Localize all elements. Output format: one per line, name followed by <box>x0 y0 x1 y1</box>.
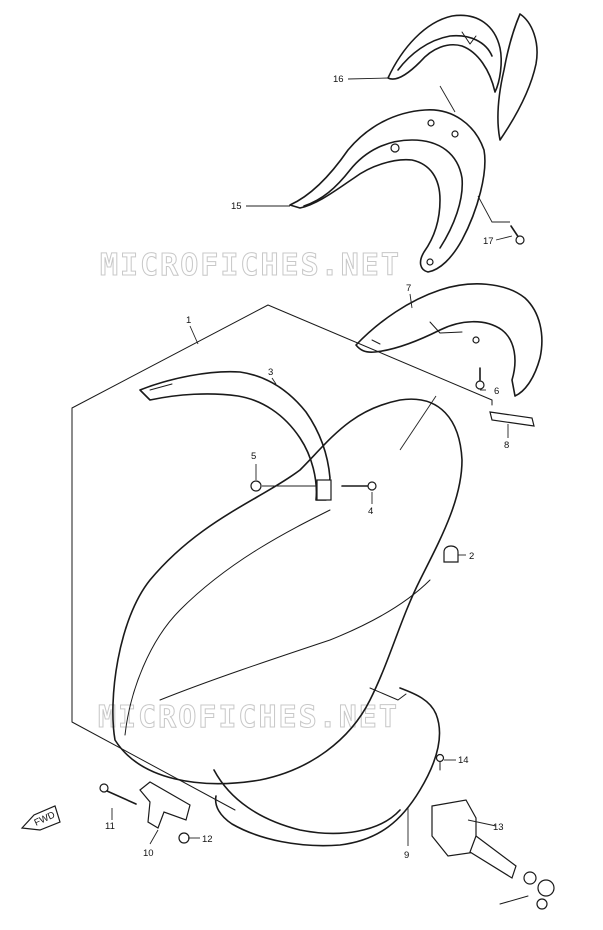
callout-2: 2 <box>469 551 474 562</box>
part-2-cap <box>443 545 459 563</box>
part-10-bracket <box>139 781 191 829</box>
part-5-nut <box>250 480 262 492</box>
callout-3: 3 <box>268 367 273 378</box>
callout-6: 6 <box>494 386 499 397</box>
part-6-bolt <box>475 367 485 390</box>
callout-7: 7 <box>406 283 411 294</box>
callout-11: 11 <box>105 821 115 832</box>
part-12-nut <box>178 832 190 844</box>
watermark-bottom: MICROFICHES.NET <box>98 700 399 735</box>
seat-body <box>112 398 463 835</box>
fwd-arrow-icon: FWD <box>20 805 61 831</box>
callout-9: 9 <box>404 850 409 861</box>
callout-numbers: 16 15 17 7 1 3 6 8 5 4 2 14 13 11 12 10 … <box>105 74 509 861</box>
callout-17: 17 <box>483 236 494 247</box>
callout-14: 14 <box>458 755 469 766</box>
watermark-top: MICROFICHES.NET <box>100 248 401 283</box>
callout-10: 10 <box>143 848 154 859</box>
part-14-bolt <box>435 753 445 771</box>
callout-12: 12 <box>202 834 213 845</box>
part-17-screw <box>510 225 525 245</box>
callout-15: 15 <box>231 201 242 212</box>
part-15-inner-cowl <box>289 109 486 273</box>
part-11-bolt <box>99 783 137 805</box>
callout-8: 8 <box>504 440 509 451</box>
part-16-rear-cowl <box>387 13 538 141</box>
callout-16: 16 <box>333 74 344 85</box>
part-13-seat-lock <box>431 799 555 910</box>
part-9-trim-cord <box>214 687 441 847</box>
callout-1: 1 <box>186 315 191 326</box>
part-4-bolt <box>341 481 377 491</box>
callout-4: 4 <box>368 506 373 517</box>
callout-5: 5 <box>251 451 256 462</box>
part-8-rubber-strip <box>489 411 535 427</box>
part-7-carrier-cover <box>355 283 543 397</box>
callout-13: 13 <box>493 822 504 833</box>
part-3-grab-handle <box>139 370 332 501</box>
leader-lines <box>111 77 513 846</box>
